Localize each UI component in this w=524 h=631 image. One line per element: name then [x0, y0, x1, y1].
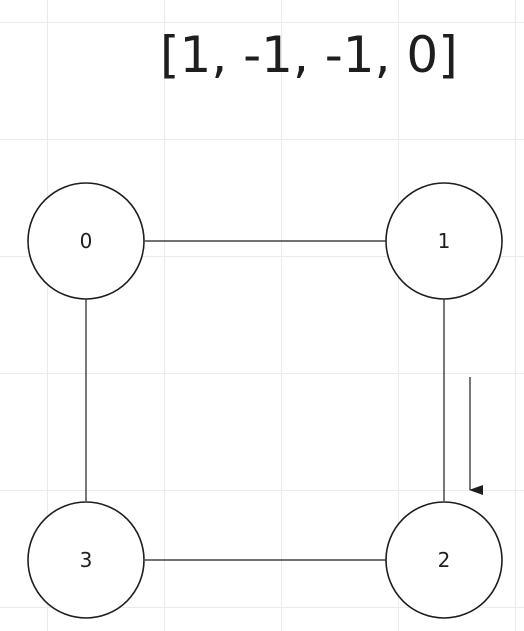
array-title: [1, -1, -1, 0] [160, 26, 458, 84]
node-0: 0 [27, 182, 145, 300]
node-1-circle [385, 182, 503, 300]
node-3-label: 3 [80, 548, 93, 572]
node-2: 2 [385, 501, 503, 619]
node-3: 3 [27, 501, 145, 619]
node-0-label: 0 [80, 229, 93, 253]
node-1-label: 1 [438, 229, 451, 253]
node-2-circle [385, 501, 503, 619]
node-1: 1 [385, 182, 503, 300]
node-0-circle [27, 182, 145, 300]
node-2-label: 2 [438, 548, 451, 572]
node-3-circle [27, 501, 145, 619]
